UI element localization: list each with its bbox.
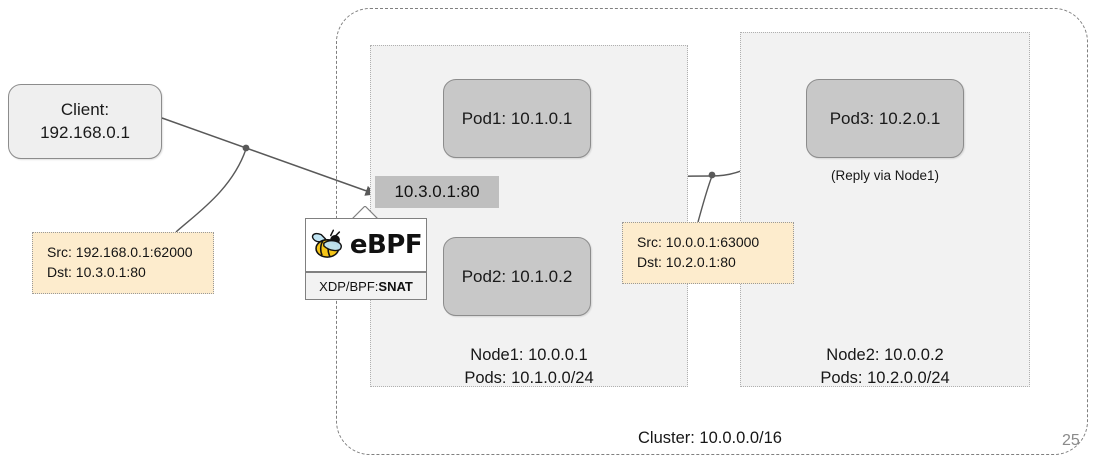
cluster-label: Cluster: 10.0.0.0/16 — [637, 428, 782, 447]
pod1-label: Pod1: 10.1.0.1 — [461, 108, 573, 128]
annotation-right-dst: Dst: 10.2.0.1:80 — [637, 254, 736, 271]
node1-caption-line1: Node1: 10.0.0.1 — [470, 346, 588, 364]
ebpf-logo-callout: eBPF — [305, 218, 427, 272]
ebpf-wordmark: eBPF — [349, 230, 423, 260]
pod-box-pod3[interactable]: Pod3: 10.2.0.1 — [806, 79, 964, 158]
node2-caption-line1: Node2: 10.0.0.2 — [826, 346, 944, 364]
bee-icon — [311, 229, 342, 258]
annotation-right-src: Src: 10.0.0.1:63000 — [637, 234, 760, 250]
annotation-left-dst: Dst: 10.3.0.1:80 — [47, 264, 146, 281]
pod2-label: Pod2: 10.1.0.2 — [461, 266, 573, 286]
leader-left-annotation — [175, 148, 247, 233]
ebpf-action-label: XDP/BPF: SNAT — [305, 272, 427, 300]
pod-box-pod2[interactable]: Pod2: 10.1.0.2 — [443, 237, 591, 316]
client-label-line1: Client: — [60, 99, 110, 119]
client-label-line2: 192.168.0.1 — [40, 122, 130, 142]
client-box[interactable]: Client: 192.168.0.1 — [8, 84, 162, 159]
pod3-reply-note: (Reply via Node1) — [830, 168, 940, 183]
node2-caption: Node2: 10.0.0.2 Pods: 10.2.0.0/24 — [740, 344, 1030, 390]
pod3-label: Pod3: 10.2.0.1 — [829, 108, 941, 128]
node2-caption-line2: Pods: 10.2.0.0/24 — [820, 368, 950, 387]
page-number: 25 — [1062, 432, 1080, 449]
service-vip-label: 10.3.0.1:80 — [394, 182, 480, 201]
node1-caption: Node1: 10.0.0.1 Pods: 10.1.0.0/24 — [370, 344, 688, 390]
node1-caption-line2: Pods: 10.1.0.0/24 — [464, 368, 594, 387]
annotation-snat-packet: Src: 10.0.0.1:63000 Dst: 10.2.0.1:80 — [622, 222, 794, 284]
ebpf-action-prefix: XDP/BPF: — [319, 278, 379, 294]
service-vip-box[interactable]: 10.3.0.1:80 — [375, 176, 499, 208]
pod-box-pod1[interactable]: Pod1: 10.1.0.1 — [443, 79, 591, 158]
connector-dot-left — [242, 144, 250, 152]
annotation-client-packet: Src: 192.168.0.1:62000 Dst: 10.3.0.1:80 — [32, 232, 214, 294]
ebpf-action-value: SNAT — [378, 278, 413, 294]
annotation-left-src: Src: 192.168.0.1:62000 — [47, 244, 193, 260]
